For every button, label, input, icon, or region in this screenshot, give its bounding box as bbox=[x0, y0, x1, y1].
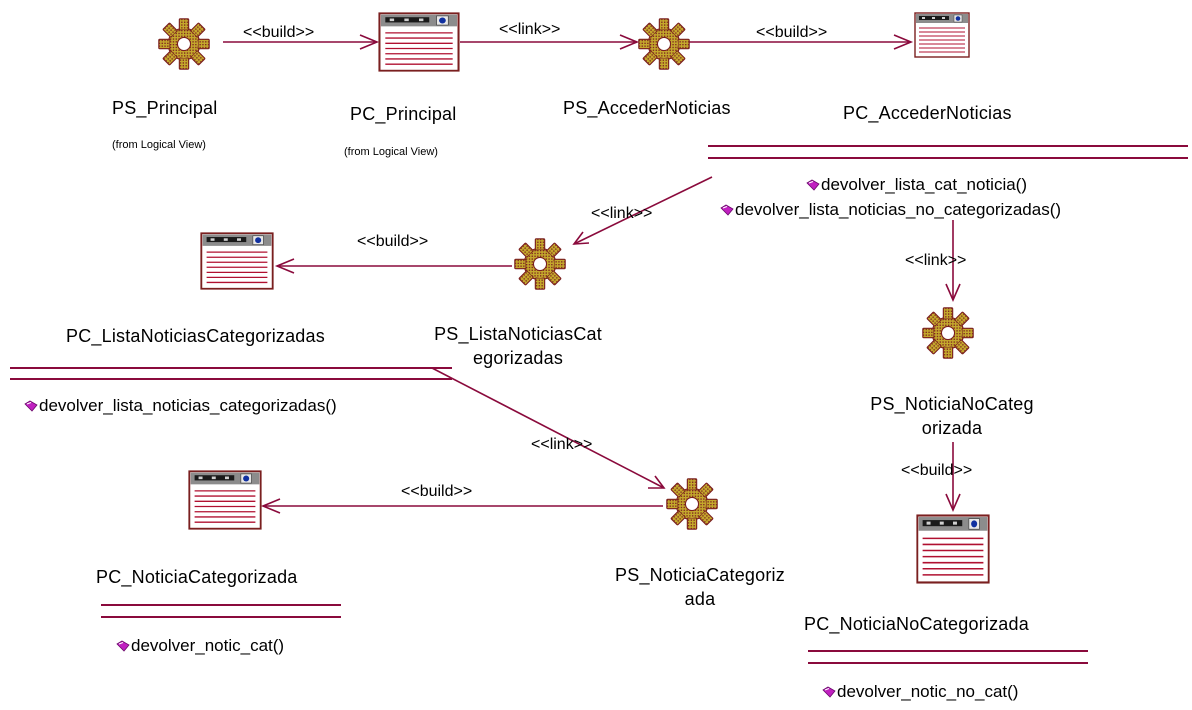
node-name-pc-acceder-noticias[interactable]: PC_AccederNoticias bbox=[843, 103, 1012, 123]
client-page-icon bbox=[916, 514, 990, 584]
client-page-icon bbox=[188, 470, 262, 530]
client-page-icon bbox=[914, 12, 970, 58]
client-page-icon bbox=[200, 232, 274, 290]
node-name-ps-noticia-cat-line2[interactable]: ada bbox=[684, 589, 716, 609]
edge-pc-principal-to-ps-acceder bbox=[460, 34, 640, 50]
pc-noticia-no-cat-separator-bottom bbox=[808, 662, 1088, 664]
node-name-pc-principal[interactable]: PC_Principal bbox=[350, 104, 457, 124]
operation-item[interactable]: devolver_lista_noticias_categorizadas() bbox=[24, 396, 337, 416]
node-name-ps-noticia-cat-line1[interactable]: PS_NoticiaCategoriz bbox=[615, 565, 785, 585]
node-name-ps-lista-line1[interactable]: PS_ListaNoticiasCat bbox=[434, 324, 602, 344]
node-name-ps-acceder-noticias[interactable]: PS_AccederNoticias bbox=[563, 98, 731, 118]
ps-lista-separator-bottom bbox=[10, 378, 452, 380]
operation-item[interactable]: devolver_lista_cat_noticia() bbox=[806, 175, 1027, 195]
ps-lista-separator-top bbox=[10, 367, 452, 369]
node-origin-ps-principal: (from Logical View) bbox=[112, 139, 206, 151]
edge-label-build: <<build>> bbox=[243, 24, 315, 41]
pc-noticia-cat-separator-bottom bbox=[101, 616, 341, 618]
edge-pc-acceder-to-ps-no-categ bbox=[945, 220, 961, 302]
operation-icon bbox=[822, 686, 836, 698]
node-origin-pc-principal: (from Logical View) bbox=[344, 146, 438, 158]
node-name-pc-noticia-no-categorizada[interactable]: PC_NoticiaNoCategorizada bbox=[804, 614, 1029, 634]
operation-icon bbox=[116, 640, 130, 652]
pc-noticia-cat-separator-top bbox=[101, 604, 341, 606]
operation-icon bbox=[806, 179, 820, 191]
edge-pc-acceder-to-ps-lista bbox=[572, 176, 713, 245]
operation-label: devolver_lista_noticias_no_categorizadas… bbox=[735, 200, 1062, 219]
operation-label: devolver_lista_cat_noticia() bbox=[821, 175, 1027, 194]
node-name-ps-lista-line2[interactable]: egorizadas bbox=[472, 348, 564, 368]
operation-label: devolver_lista_noticias_categorizadas() bbox=[39, 396, 337, 415]
operation-item[interactable]: devolver_lista_noticias_no_categorizadas… bbox=[720, 200, 1061, 220]
edge-label-build: <<build>> bbox=[357, 233, 429, 250]
edge-label-link: <<link>> bbox=[531, 436, 593, 453]
gear-icon bbox=[512, 236, 568, 292]
edge-label-build: <<build>> bbox=[756, 24, 828, 41]
edge-ps-lista-to-ps-noticia-cat bbox=[431, 367, 666, 489]
edge-label-link: <<link>> bbox=[591, 205, 653, 222]
operation-label: devolver_notic_cat() bbox=[131, 636, 285, 655]
gear-icon bbox=[664, 476, 720, 532]
gear-icon bbox=[920, 305, 976, 361]
operation-item[interactable]: devolver_notic_no_cat() bbox=[822, 682, 1018, 702]
edge-label-link: <<link>> bbox=[905, 252, 967, 269]
node-name-ps-no-categ-line1[interactable]: PS_NoticiaNoCateg bbox=[870, 394, 1034, 414]
edge-ps-acceder-to-pc-acceder bbox=[677, 34, 914, 50]
operation-item[interactable]: devolver_notic_cat() bbox=[116, 636, 284, 656]
node-name-pc-noticia-categorizada[interactable]: PC_NoticiaCategorizada bbox=[96, 567, 298, 587]
node-name-ps-principal[interactable]: PS_Principal bbox=[112, 98, 218, 118]
pc-noticia-no-cat-separator-top bbox=[808, 650, 1088, 652]
gear-icon bbox=[636, 16, 692, 72]
edge-label-build: <<build>> bbox=[401, 483, 473, 500]
node-name-ps-no-categ-line2[interactable]: orizada bbox=[921, 418, 983, 438]
gear-icon bbox=[156, 16, 212, 72]
pc-acceder-noticias-separator-top bbox=[708, 145, 1188, 147]
edge-ps-no-categ-to-pc-no-categ bbox=[945, 442, 961, 512]
edge-ps-noticia-cat-to-pc-noticia-cat bbox=[260, 498, 663, 514]
operation-icon bbox=[24, 400, 38, 412]
edge-ps-principal-to-pc-principal bbox=[223, 34, 380, 50]
operation-label: devolver_notic_no_cat() bbox=[837, 682, 1019, 701]
pc-acceder-noticias-separator-bottom bbox=[708, 157, 1188, 159]
client-page-icon bbox=[378, 12, 460, 72]
node-name-pc-lista-noticias-categorizadas[interactable]: PC_ListaNoticiasCategorizadas bbox=[66, 326, 325, 346]
edge-label-link: <<link>> bbox=[499, 21, 561, 38]
operation-icon bbox=[720, 204, 734, 216]
edge-ps-lista-to-pc-lista bbox=[274, 258, 512, 274]
edge-label-build: <<build>> bbox=[901, 462, 973, 479]
